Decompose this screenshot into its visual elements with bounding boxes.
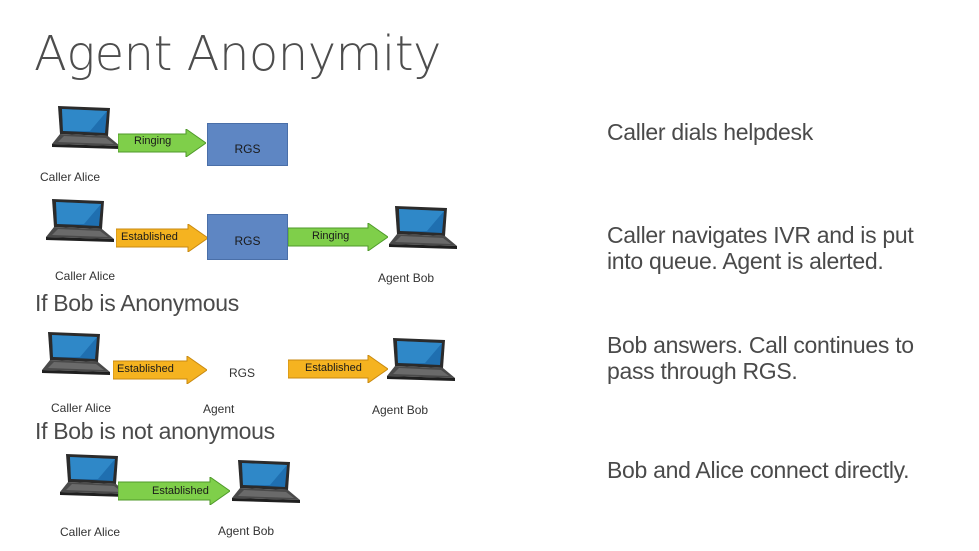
caller-label: Caller Alice <box>51 401 112 415</box>
caller-laptop-icon <box>50 104 122 152</box>
agent-sub-label: Agent <box>203 402 235 416</box>
heading-anonymous: If Bob is Anonymous <box>35 290 239 316</box>
caller-label: Caller Alice <box>55 269 116 283</box>
established-arrow-label: Established <box>117 363 174 375</box>
ringing-arrow: Ringing <box>287 222 389 252</box>
heading-not-anonymous: If Bob is not anonymous <box>35 418 275 444</box>
established-arrow-label: Established <box>121 231 178 243</box>
rgs-box: RGS <box>207 123 288 166</box>
agent-label: Agent Bob <box>372 403 429 417</box>
established-arrow-label: Established <box>152 485 209 497</box>
rgs-label: RGS <box>229 366 256 380</box>
caller-laptop-icon <box>40 330 112 378</box>
ringing-arrow: Ringing <box>117 128 207 158</box>
page-title: Agent Anonymity <box>34 26 441 82</box>
ringing-arrow-label: Ringing <box>312 230 350 242</box>
step1-description: Caller dials helpdesk <box>607 119 813 145</box>
step2-description: Caller navigates IVR and is put into que… <box>607 222 914 274</box>
caller-label: Caller Alice <box>40 170 101 184</box>
caller-laptop-icon <box>44 197 116 245</box>
agent-laptop-icon <box>385 336 457 384</box>
rgs-box: RGS <box>207 214 288 260</box>
rgs-label: RGS <box>234 141 261 156</box>
established-arrow: Established <box>115 223 209 253</box>
caller-label: Caller Alice <box>60 525 121 539</box>
step4-description: Bob and Alice connect directly. <box>607 457 910 483</box>
rgs-label: RGS <box>234 234 261 249</box>
step3-description: Bob answers. Call continues to pass thro… <box>607 332 914 384</box>
agent-laptop-icon <box>387 204 459 252</box>
established-arrow: Established <box>117 476 231 506</box>
established-arrow: Established <box>287 354 389 384</box>
established-arrow: Established <box>112 355 208 385</box>
agent-laptop-icon <box>230 458 302 506</box>
agent-label: Agent Bob <box>218 524 275 538</box>
agent-label: Agent Bob <box>378 271 435 285</box>
ringing-arrow-label: Ringing <box>134 135 172 147</box>
established-arrow-label: Established <box>305 362 362 374</box>
